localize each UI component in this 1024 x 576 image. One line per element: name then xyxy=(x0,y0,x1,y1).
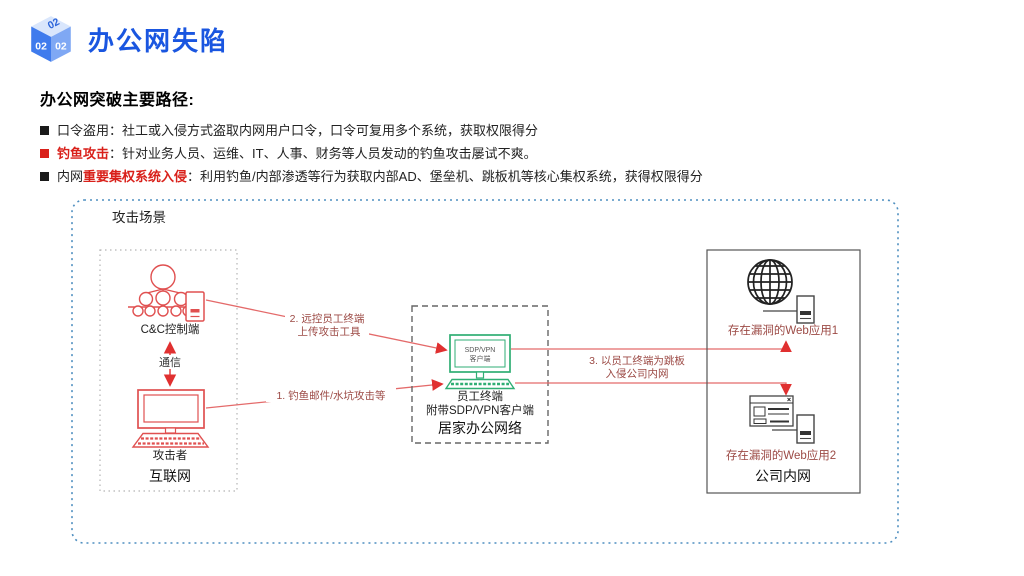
cnc-server-icon xyxy=(185,291,205,322)
step3-label-line2: 入侵公司内网 xyxy=(606,367,669,380)
terminal-label-2: 附带SDP/VPN客户端 xyxy=(426,403,534,417)
intro-heading: 办公网突破主要路径: xyxy=(40,92,195,109)
step2-label-line2: 上传攻击工具 xyxy=(298,325,361,338)
webapp2-server-icon xyxy=(796,414,815,444)
cnc-label: C&C控制端 xyxy=(141,322,200,336)
bullet-item-3: 内网重要集权系统入侵：利用钓鱼/内部渗透等行为获取内部AD、堡垒机、跳板机等核心… xyxy=(40,165,970,188)
terminal-screen-line1: SDP/VPN xyxy=(465,347,496,354)
page-title: 办公网失陷 xyxy=(88,25,229,56)
step2-label-line1: 2. 远控员工终端 xyxy=(290,312,365,325)
intranet-box xyxy=(706,249,861,494)
comm-label: 通信 xyxy=(159,356,181,369)
botnet-icon xyxy=(128,264,194,317)
globe-icon xyxy=(747,259,793,305)
bullet-text-post: ：利用钓鱼/内部渗透等行为获取内部AD、堡垒机、跳板机等核心集权系统，获得权限得… xyxy=(187,169,703,184)
home-zone-box xyxy=(411,305,549,444)
step1-label: 1. 钓鱼邮件/水坑攻击等 xyxy=(276,389,386,402)
attacker-label: 攻击者 xyxy=(153,448,188,462)
cube-02-icon: 02 02 02 xyxy=(31,16,71,62)
cube-top-face xyxy=(31,16,71,37)
internet-zone-label: 互联网 xyxy=(149,468,191,484)
step3-label-line1: 3. 以员工终端为跳板 xyxy=(589,354,685,367)
bullet-text-red: 重要集权系统入侵 xyxy=(83,169,188,184)
bullet-text-pre: 口令盗用 xyxy=(57,123,110,138)
internet-zone-box xyxy=(99,249,238,492)
bullet-list: 口令盗用：社工或入侵方式盗取内网用户口令，口令可复用多个系统，获取权限得分 钓鱼… xyxy=(40,119,970,188)
home-zone-label: 居家办公网络 xyxy=(438,420,522,436)
bullet-text-post: ：针对业务人员、运维、IT、人事、财务等人员发动的钓鱼攻击屡试不爽。 xyxy=(109,146,537,161)
cube-right-text: 02 xyxy=(55,41,67,52)
cube-right-face xyxy=(51,26,71,62)
browser-icon xyxy=(749,395,794,427)
cube-top-text: 02 xyxy=(46,17,62,32)
terminal-label-1: 员工终端 xyxy=(457,389,503,403)
scenario-label: 攻击场景 xyxy=(112,210,166,225)
employee-terminal-icon xyxy=(444,334,516,390)
webapp1-server-icon xyxy=(796,295,815,324)
step3-arrow-bottom xyxy=(515,382,792,396)
webapp1-label: 存在漏洞的Web应用1 xyxy=(728,323,838,337)
intro-section: 办公网突破主要路径: 口令盗用：社工或入侵方式盗取内网用户口令，口令可复用多个系… xyxy=(40,86,970,188)
bullet-square-red xyxy=(40,149,49,158)
attacker-computer-icon xyxy=(131,389,210,448)
bullet-item-2: 钓鱼攻击：针对业务人员、运维、IT、人事、财务等人员发动的钓鱼攻击屡试不爽。 xyxy=(40,142,970,165)
webapp2-label: 存在漏洞的Web应用2 xyxy=(726,448,836,462)
step3-arrow-top xyxy=(511,340,792,352)
bullet-square xyxy=(40,126,49,135)
terminal-screen-line2: 客户端 xyxy=(470,354,491,363)
bullet-text-post: ：社工或入侵方式盗取内网用户口令，口令可复用多个系统，获取权限得分 xyxy=(109,123,539,138)
cube-left-text: 02 xyxy=(35,41,47,52)
slide-header: 02 02 02 办公网失陷 xyxy=(28,14,228,64)
bullet-text-pre: 内网 xyxy=(57,169,84,184)
bullet-text-red: 钓鱼攻击 xyxy=(57,146,110,161)
cube-left-face xyxy=(31,26,51,62)
intranet-label: 公司内网 xyxy=(755,468,811,484)
bullet-item-1: 口令盗用：社工或入侵方式盗取内网用户口令，口令可复用多个系统，获取权限得分 xyxy=(40,119,970,142)
bullet-square xyxy=(40,172,49,181)
